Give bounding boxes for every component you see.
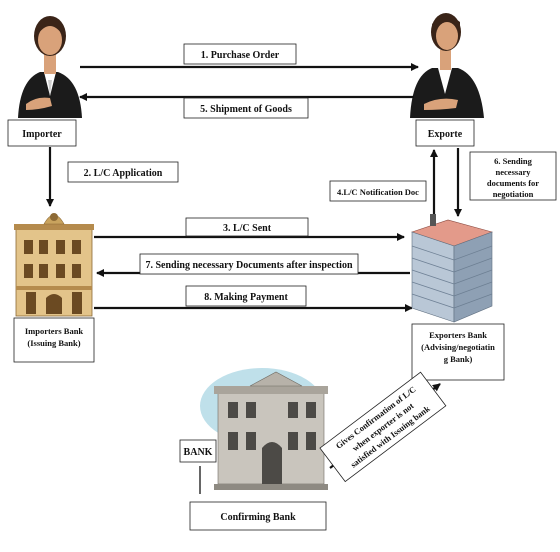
bank-sign-box [179,439,217,463]
step6-line3: documents for [487,178,539,188]
importers-bank-building-icon [14,213,94,317]
step2-box [67,161,179,183]
exporters-bank-label-box [411,323,505,381]
step6-line2: necessary [496,167,532,177]
step7-label: 7. Sending necessary Documents after ins… [145,260,352,271]
step7-box [139,253,359,275]
step4-box [329,180,427,202]
step5-label: 5. Shipment of Goods [200,104,292,115]
step8-box [185,285,307,307]
exporters-bank-role-1: (Advising/negotiatin [421,342,495,352]
confirming-bank-building-icon [199,368,328,494]
exporter-person-icon [410,13,484,118]
step1-box [183,43,297,65]
importers-bank-role: (Issuing Bank) [27,338,80,348]
bank-sign-label: BANK [184,447,213,458]
step6-line4: negotiation [493,189,534,199]
step4-label: 4.L/C Notification Doc [337,187,419,197]
step8-label: 8. Making Payment [204,292,288,303]
exporter-label-box [415,119,475,147]
step2-label: 2. L/C Application [84,168,163,179]
importer-label: Importer [22,129,62,140]
importers-bank-label-box [13,317,95,363]
importer-label-box [7,119,77,147]
exporter-label: Exporte [428,129,463,140]
exporters-bank-building-icon [411,214,493,323]
confirmation-note-box [319,371,447,483]
exporters-bank-role-2: g Bank) [444,354,473,364]
confirmation-note: Gives Confirmation of L/C when exporter … [319,371,447,483]
confirming-bank-label-box [189,501,327,531]
step1-label: 1. Purchase Order [201,50,280,61]
step6-box [469,151,557,201]
step6-line1: 6. Sending [494,156,533,166]
step3-label: 3. L/C Sent [223,223,272,234]
importer-person-icon [18,16,82,118]
step5-box [183,97,309,119]
exporters-bank-name: Exporters Bank [429,330,487,340]
importers-bank-name: Importers Bank [25,326,84,336]
confirming-bank-label: Confirming Bank [220,512,296,523]
step3-box [185,217,309,237]
